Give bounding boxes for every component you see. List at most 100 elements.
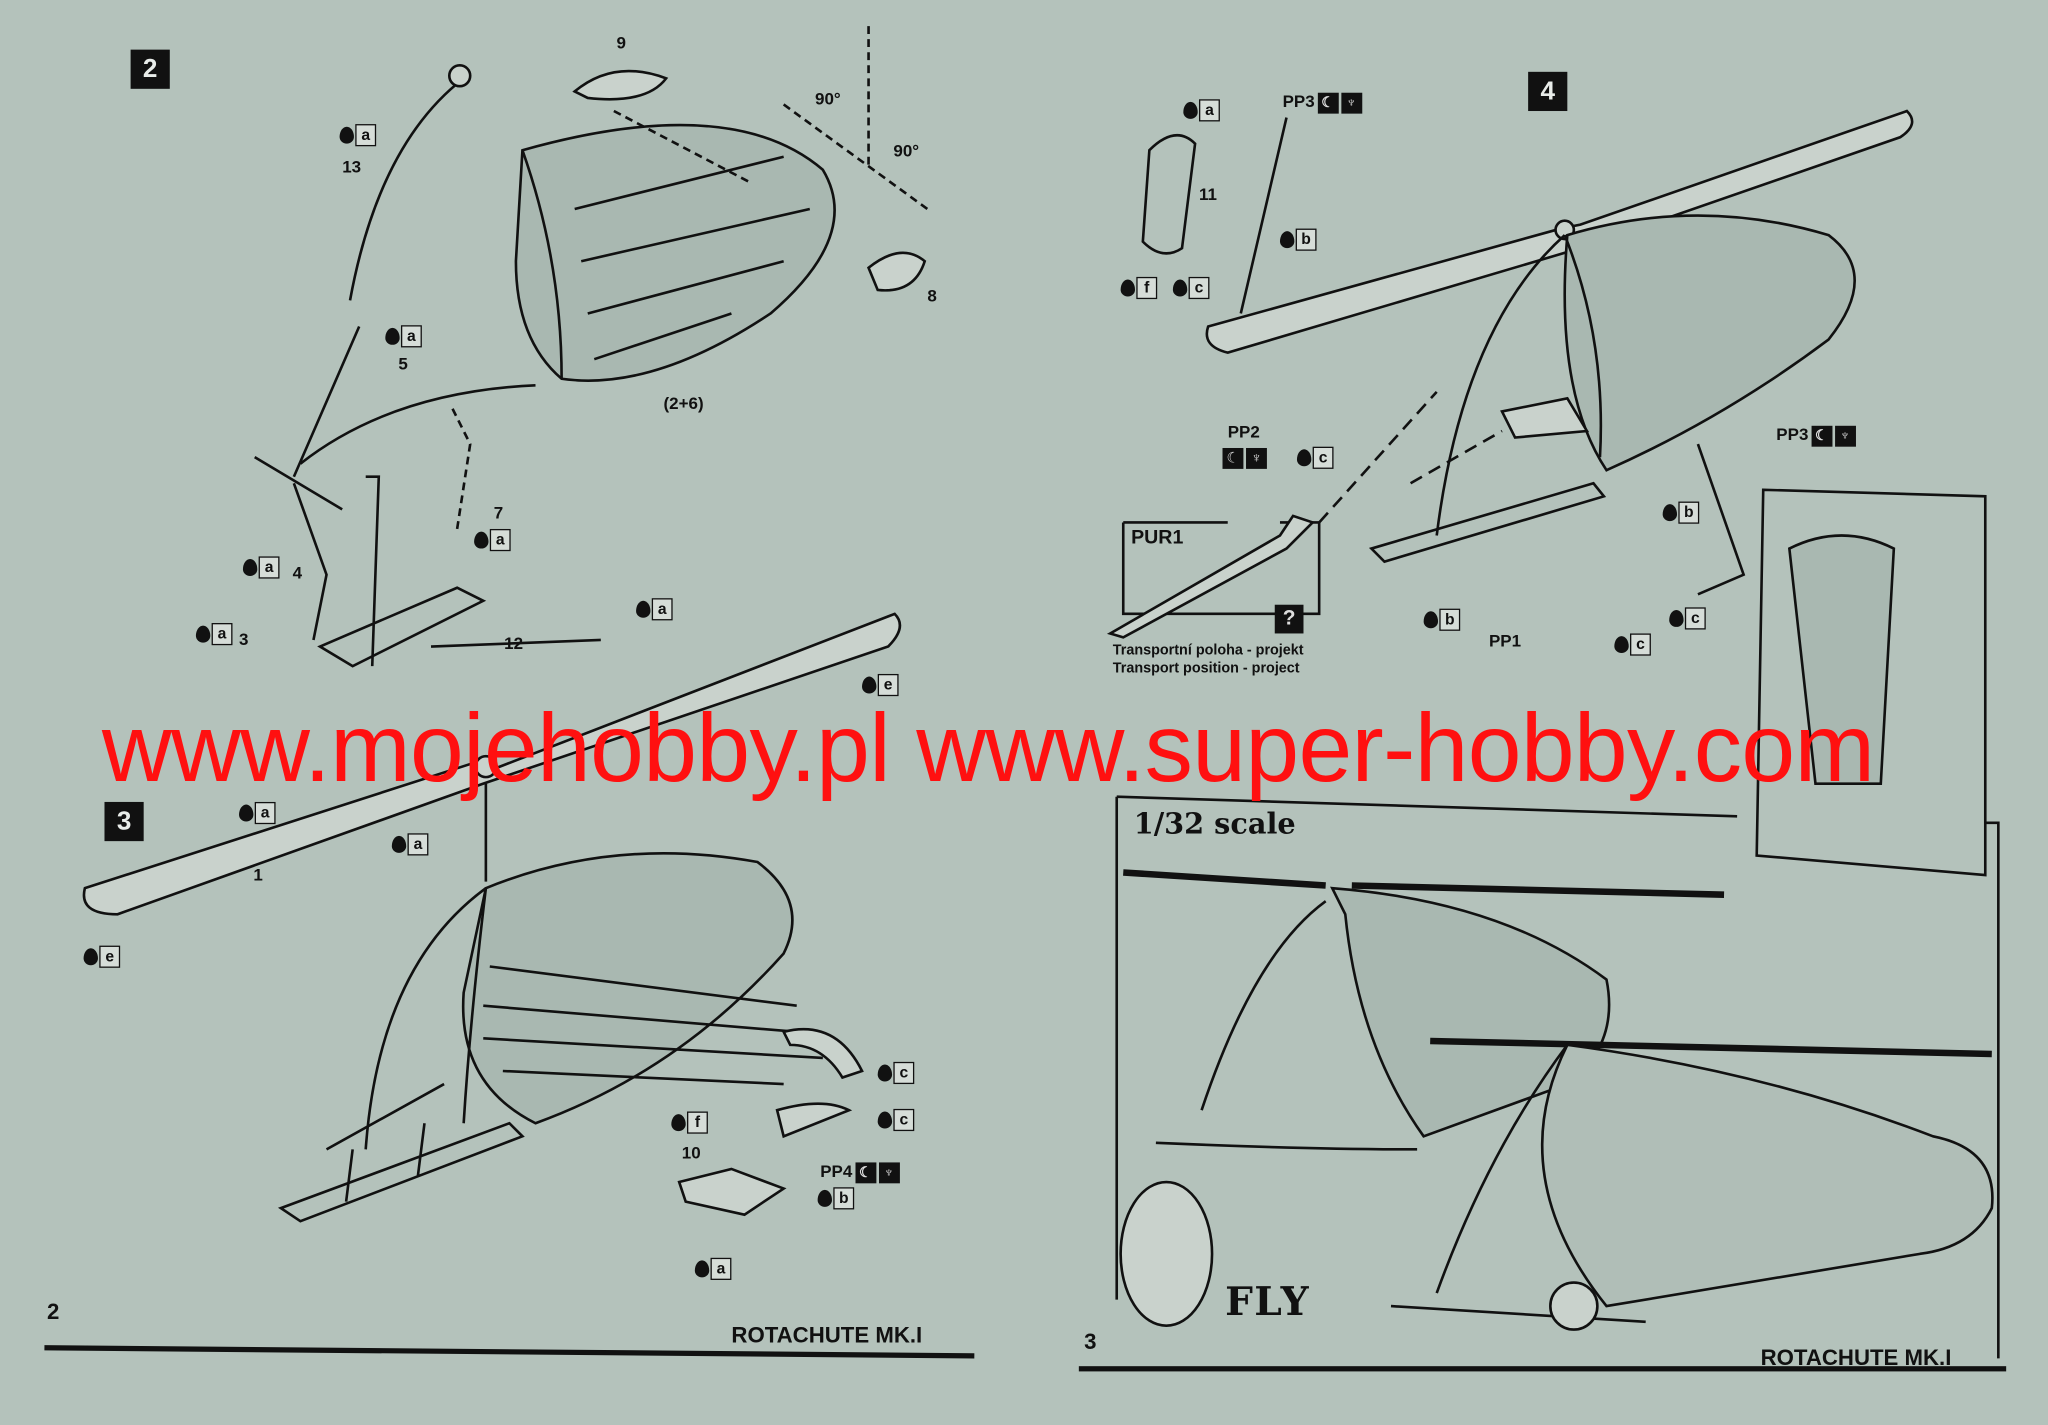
scale-label: 1/32 scale [1133, 807, 1296, 842]
pp3-text: PP3 [1282, 91, 1315, 112]
glue-marker: c [1669, 607, 1706, 630]
pp3-right-label: PP3☾♆ [1776, 424, 1856, 447]
glue-marker: a [391, 833, 429, 856]
glue-drop-icon [1614, 636, 1629, 654]
glue-marker: b [817, 1187, 855, 1210]
glue-code: e [99, 945, 121, 968]
glue-marker: a [242, 556, 280, 579]
glue-marker: e [862, 673, 899, 697]
pp4-label: PP4☾♆ [820, 1161, 900, 1184]
part-label: 8 [927, 286, 937, 306]
step3-drawing [82, 612, 902, 1223]
part-label: 9 [616, 32, 626, 53]
glue-drop-icon [877, 1111, 893, 1129]
footer-title-left: ROTACHUTE MK.I [731, 1323, 923, 1348]
glue-code: b [833, 1187, 855, 1210]
glue-drop-icon [1662, 504, 1678, 522]
glue-marker: b [1423, 608, 1461, 631]
pp2-label: PP2 [1227, 421, 1260, 442]
part-label: 1 [253, 864, 263, 885]
glue-code: a [211, 623, 233, 646]
part-label: 3 [239, 629, 249, 650]
glue-marker: f [671, 1111, 708, 1134]
glue-code: c [1188, 276, 1210, 300]
page-number-right: 3 [1084, 1329, 1097, 1355]
glue-marker: f [1120, 276, 1158, 300]
part-label: 5 [398, 353, 408, 374]
glue-code: a [1198, 99, 1220, 122]
glue-drop-icon [694, 1260, 710, 1278]
glue-drop-icon [862, 676, 877, 694]
glue-drop-icon [1296, 449, 1312, 467]
step-4-marker: 4 [1528, 71, 1568, 112]
glue-code: f [1136, 276, 1158, 300]
part-label: 12 [504, 633, 524, 654]
glue-drop-icon [239, 804, 254, 822]
transport-note-en: Transport position - project [1112, 660, 1300, 677]
scale-profile-drawing [1115, 795, 2000, 1359]
glue-marker: c [877, 1108, 915, 1132]
glue-code: b [1295, 228, 1317, 251]
glue-marker: a [385, 325, 422, 348]
glue-code: c [1312, 446, 1334, 469]
glue-drop-icon [671, 1114, 686, 1132]
pp3-top-label: PP3☾♆ [1282, 91, 1362, 114]
step2-canopy-drawing [254, 26, 929, 668]
glue-drop-icon [391, 835, 407, 853]
pp2-tools: ☾♆ [1220, 445, 1267, 469]
glue-code: a [355, 124, 377, 147]
glue-drop-icon [474, 531, 489, 549]
glue-marker: a [1183, 99, 1220, 122]
pp4-text: PP4 [820, 1161, 853, 1181]
glue-drop-icon [1120, 279, 1136, 297]
page-number-left: 2 [47, 1299, 60, 1325]
glue-marker: e [83, 945, 121, 968]
step-3-marker: 3 [104, 801, 144, 842]
pp1-label: PP1 [1488, 630, 1522, 651]
glue-code: c [1684, 607, 1706, 630]
glue-drop-icon [636, 600, 651, 618]
glue-marker: c [1614, 633, 1651, 656]
cut-tool-icon: ☾ [1811, 425, 1832, 447]
cut-tool-icon: ☾ [854, 1162, 876, 1184]
glue-code: a [651, 598, 673, 621]
glue-marker: a [474, 528, 511, 552]
glue-code: f [687, 1111, 708, 1134]
glue-drop-icon [817, 1189, 832, 1207]
glue-drop-icon [877, 1064, 893, 1082]
glue-code: a [489, 528, 511, 552]
glue-code: a [407, 833, 429, 856]
part-label: (2+6) [663, 393, 704, 413]
glue-marker: c [1296, 446, 1334, 469]
glue-code: e [877, 673, 899, 697]
cut-tool-icon: ☾ [1222, 447, 1244, 469]
footer-rule-right [1078, 1366, 2007, 1372]
part-label: 11 [1198, 184, 1217, 204]
cut-tool-icon: ☾ [1317, 92, 1339, 114]
pur1-label: PUR1 [1131, 526, 1184, 549]
pliers-tool-icon: ♆ [1246, 447, 1267, 469]
glue-drop-icon [195, 625, 211, 643]
glue-marker: a [339, 124, 377, 147]
part-label: 10 [681, 1142, 701, 1163]
glue-drop-icon [339, 126, 354, 144]
glue-drop-icon [1183, 101, 1198, 119]
glue-marker: a [239, 801, 276, 825]
glue-code: c [893, 1108, 915, 1132]
glue-drop-icon [1423, 611, 1439, 629]
glue-marker: c [1172, 276, 1210, 300]
watermark: www.mojehobby.pl www.super-hobby.com [101, 693, 1875, 802]
glue-marker: c [877, 1061, 915, 1085]
glue-code: c [1630, 633, 1651, 656]
pp3-text: PP3 [1776, 424, 1809, 445]
fly-logo-text: FLY [1225, 1279, 1310, 1326]
transport-note-cz: Transportní poloha - projekt [1112, 642, 1304, 659]
part-label: 4 [292, 562, 303, 583]
glue-code: b [1439, 608, 1461, 631]
glue-code: a [254, 801, 276, 825]
glue-marker: b [1662, 501, 1700, 524]
glue-drop-icon [1172, 279, 1188, 297]
glue-code: a [258, 556, 280, 579]
glue-drop-icon [83, 948, 98, 966]
